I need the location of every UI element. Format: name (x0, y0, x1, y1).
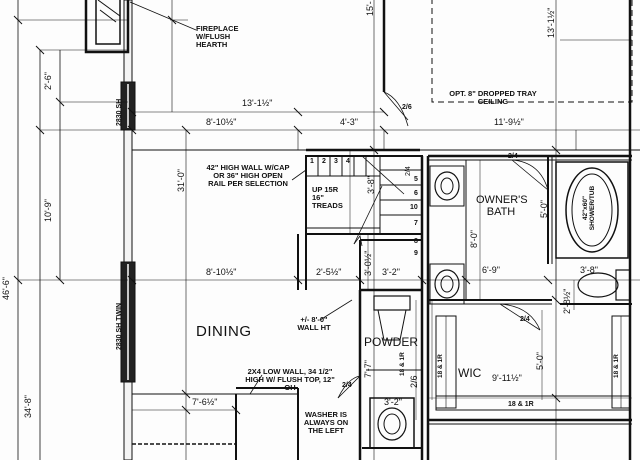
shelf-label-bottom: 18 & 1R (508, 401, 534, 408)
room-wic: WIC (458, 366, 482, 380)
dim-3-8: 3'-8" (580, 265, 598, 275)
step-number: 9 (414, 250, 418, 257)
dim-8-10-b: 8'-10½" (206, 267, 237, 277)
dim-6-9: 6'-9" (482, 265, 500, 275)
vdim-46-6: 46'-6" (1, 277, 11, 300)
low-wall-note: 2X4 LOW WALL, 34 1/2" HIGH W/ FLUSH TOP,… (245, 367, 335, 392)
high-wall-note: 42" HIGH WALL W/CAP OR 36" HIGH OPEN RAI… (206, 163, 290, 188)
vdim-5-0: 5'-0" (539, 200, 549, 218)
step-number: 1 (310, 158, 314, 165)
fireplace-note: FIREPLACE W/FLUSH HEARTH (196, 24, 239, 49)
bath-sink-lower (434, 269, 460, 299)
window-upper-label: 2830 SH (116, 98, 123, 126)
vdim-34-8: 34'-8" (23, 395, 33, 418)
shelf-label-right: 18 & 1R (613, 354, 620, 378)
fireplace-box (84, 0, 130, 54)
dim-9-11: 9'-11½" (492, 373, 522, 383)
dim-13-1: 13'-1½" (242, 98, 273, 108)
dim-2-5: 2'-5½" (316, 267, 342, 277)
bath-sink-upper (434, 171, 460, 201)
vdim-2-4: 2/4 (405, 166, 412, 176)
step-number: 5 (414, 176, 418, 183)
tag-2-4-c: 2/4 (342, 382, 352, 389)
stair-up-note: UP 15R 16" TREADS (312, 185, 343, 210)
vdim-5-0-b: 5'-0" (535, 352, 545, 370)
dim-11-9: 11'-9½" (494, 117, 524, 127)
vdim-2-6-b: 2/6 (409, 375, 419, 388)
wall-height-note: +/- 8'-0" WALL HT (297, 315, 331, 332)
dim-3-2-b: 3'-2" (384, 397, 402, 407)
shelf-label-powder: 18 & 1R (399, 352, 406, 376)
step-number: 3 (334, 158, 338, 165)
vdim-7-7: 7'-7" (363, 360, 373, 378)
vdim-10-9: 10'-9" (43, 199, 53, 222)
room-dining: DINING (196, 323, 252, 340)
dim-7-6: 7'-6½" (192, 397, 218, 407)
room-owners-bath: OWNER'S BATH (476, 194, 528, 219)
step-number: 10 (410, 204, 418, 211)
left-exterior-wall (123, 0, 133, 460)
step-number: 4 (346, 158, 350, 165)
room-powder: POWDER (364, 335, 418, 349)
vdim-13-1: 13'-1½" (546, 7, 556, 38)
step-number: 8 (414, 238, 418, 245)
vdim-15: 15'- (365, 1, 375, 16)
step-number: 2 (322, 158, 326, 165)
vdim-3-8: 3'-8" (366, 176, 376, 194)
tray-ceiling-outline (431, 0, 633, 103)
vdim-2-8: 2'-8½" (562, 288, 572, 314)
tray-ceiling-note: OPT. 8" DROPPED TRAY CEILING (449, 89, 537, 106)
vdim-2-6: 2'-6" (43, 72, 53, 90)
shower-tub-note: 42"x60" SHOWER/TUB (582, 185, 596, 231)
step-number: 6 (414, 190, 418, 197)
dim-4-3: 4'-3" (340, 117, 358, 127)
dim-3-2: 3'-2" (382, 267, 400, 277)
tag-2-4-b: 2/4 (520, 316, 530, 323)
shelf-label-left: 18 & 1R (437, 354, 444, 378)
vdim-3-0: 3'-0½" (363, 250, 373, 276)
step-number: 7 (414, 220, 418, 227)
vdim-31-0: 31'-0" (176, 169, 186, 192)
washer-note: WASHER IS ALWAYS ON THE LEFT (303, 410, 349, 435)
tag-2-4-a: 2/4 (508, 153, 518, 160)
powder-vanity (373, 295, 411, 311)
tag-2-6-door: 2/6 (402, 104, 412, 111)
vdim-8-0: 8'-0" (469, 230, 479, 248)
dim-8-10-a: 8'-10½" (206, 117, 237, 127)
toilet (577, 272, 619, 298)
window-lower-label: 2830 SH TWIN (116, 302, 123, 350)
